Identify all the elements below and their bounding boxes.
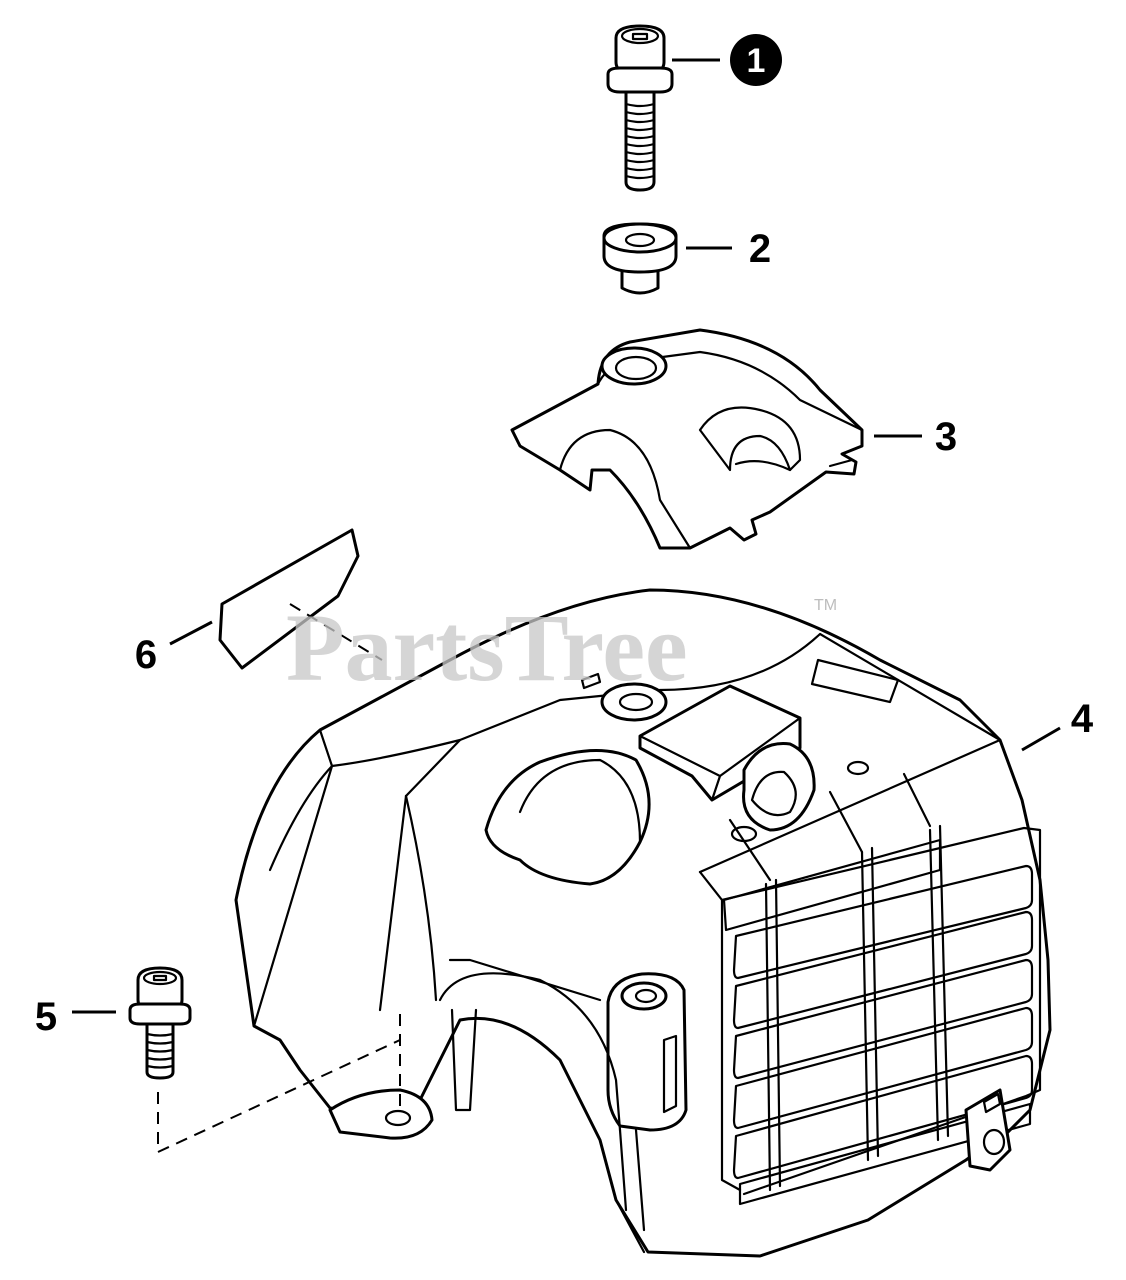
- watermark-trademark: TM: [814, 597, 837, 614]
- leader-lines: [72, 58, 1061, 1014]
- callout-6-label[interactable]: 6: [135, 633, 157, 677]
- callout-2-label[interactable]: 2: [749, 227, 771, 271]
- callout-1-label: 1: [747, 42, 766, 80]
- callout-3-label[interactable]: 3: [935, 415, 957, 459]
- watermark-text: PartsTree: [286, 594, 688, 701]
- watermark: PartsTree TM: [286, 594, 837, 701]
- callout-4-label[interactable]: 4: [1071, 697, 1094, 741]
- part-5-screw[interactable]: [128, 966, 192, 1080]
- assembly-guide-lines: [157, 603, 401, 1154]
- callout-1[interactable]: 1: [730, 34, 782, 86]
- callout-5-label[interactable]: 5: [35, 995, 57, 1039]
- part-1-screw[interactable]: [606, 24, 674, 192]
- part-6-pad[interactable]: [218, 528, 360, 670]
- part-4-cover[interactable]: [234, 588, 1052, 1258]
- part-3-bracket[interactable]: [510, 328, 864, 550]
- part-2-grommet[interactable]: [602, 222, 678, 295]
- callout-1-badge: [730, 34, 782, 86]
